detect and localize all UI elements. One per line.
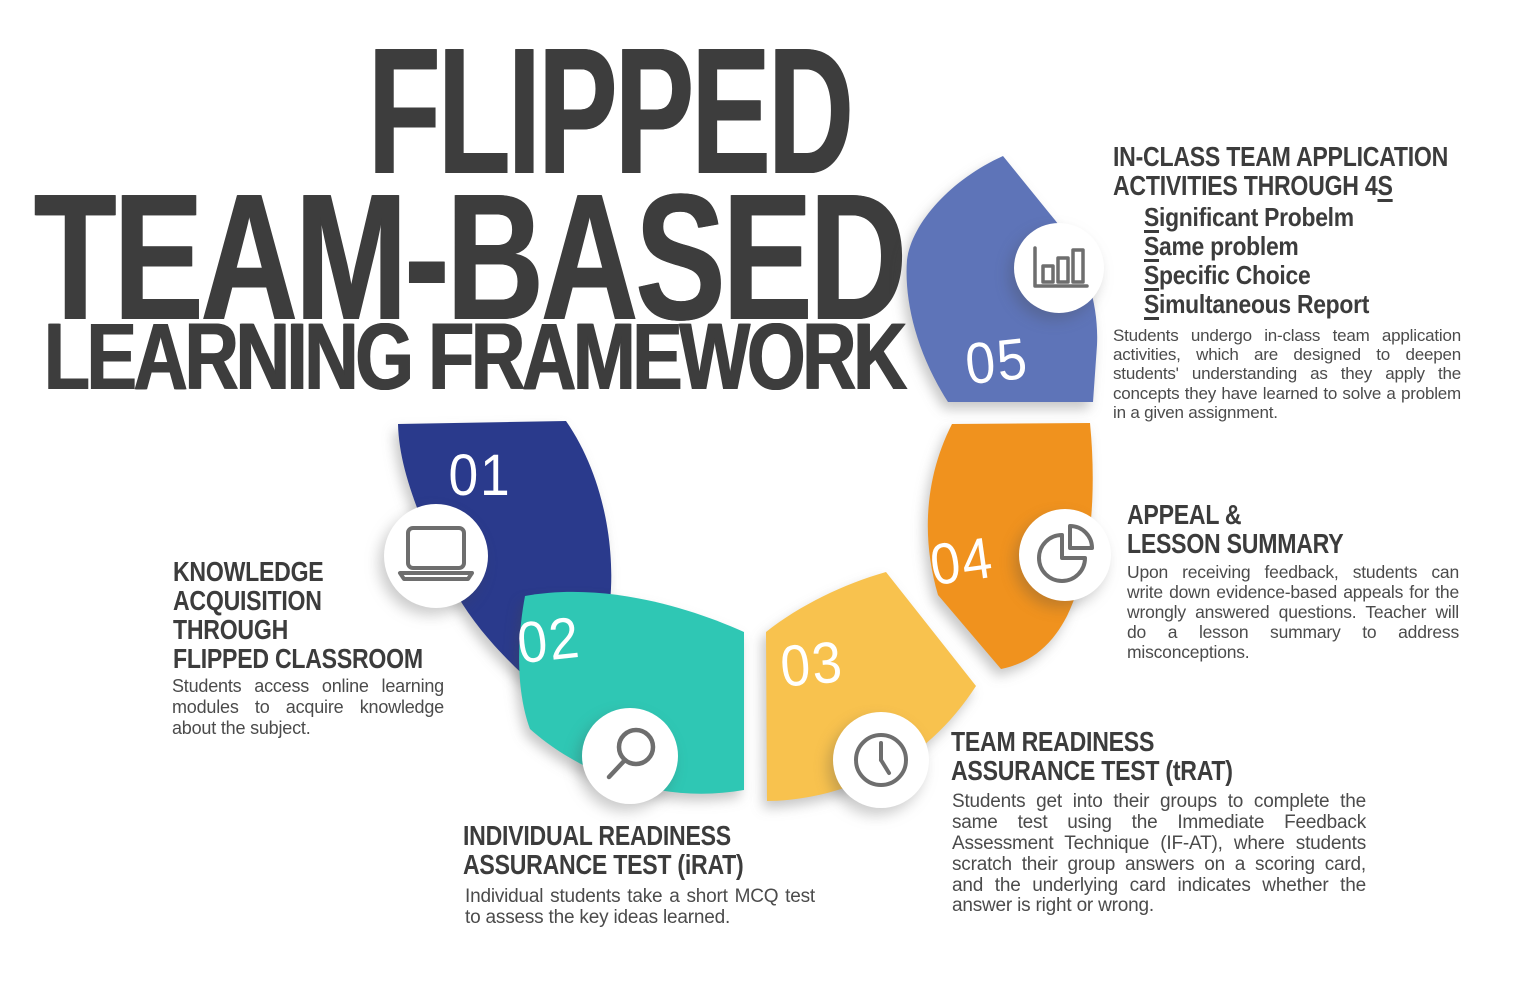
four-s-item: Specific Choice: [1144, 260, 1311, 291]
ring-segment-02: [519, 591, 744, 794]
underlined-letter: S: [1144, 260, 1160, 291]
step-05-number: 05: [962, 325, 1032, 398]
ring-segment-04: [927, 423, 1093, 669]
underlined-letter: S: [1144, 289, 1160, 320]
step-02-title: INDIVIDUAL READINESS ASSURANCE TEST (iRA…: [463, 820, 744, 880]
pie-chart-icon: [1037, 524, 1094, 583]
step-04-description: Upon receiving feedback, students can wr…: [1127, 562, 1459, 662]
main-title-line-1: FLIPPED: [368, 11, 854, 212]
step-01-icon-badge: [384, 504, 488, 608]
step-03-title: TEAM READINESS ASSURANCE TEST (tRAT): [951, 726, 1233, 786]
step-04-title: APPEAL & LESSON SUMMARY: [1127, 499, 1344, 559]
underlined-s: S: [1377, 169, 1393, 201]
underlined-letter: S: [1144, 202, 1160, 232]
laptop-icon: [398, 526, 474, 581]
four-s-list: Significant Probelm Same problem Specifi…: [1144, 202, 1370, 320]
step-01-description: Students access online learning modules …: [172, 676, 444, 739]
ring-segment-05: [906, 156, 1098, 402]
step-05-title-line-2: ACTIVITIES THROUGH 4S: [1113, 169, 1393, 201]
four-s-item: Simultaneous Report: [1144, 289, 1370, 320]
step-02-icon-badge: [582, 708, 678, 804]
step-01-number: 01: [448, 443, 512, 508]
step-05-icon-badge: [1014, 223, 1104, 313]
step-05-description: Students undergo in-class team applicati…: [1113, 326, 1461, 422]
step-04-icon-badge: [1019, 509, 1111, 601]
step-05-title-line-1: IN-CLASS TEAM APPLICATION: [1113, 141, 1449, 172]
step-01-title: KNOWLEDGE ACQUISITION THROUGH FLIPPED CL…: [173, 556, 423, 674]
step-05-title: IN-CLASS TEAM APPLICATION ACTIVITIES THR…: [1113, 141, 1449, 201]
underlined-letter: S: [1144, 231, 1160, 262]
step-02-number: 02: [514, 604, 584, 677]
step-02-description: Individual students take a short MCQ tes…: [465, 886, 815, 928]
step-03-number: 03: [777, 629, 847, 700]
four-s-item: Same problem: [1144, 231, 1299, 262]
step-03-icon-badge: [833, 712, 929, 808]
four-s-item: Significant Probelm: [1144, 202, 1354, 232]
step-03-description: Students get into their groups to comple…: [952, 791, 1366, 917]
bar-chart-icon: [1033, 246, 1089, 288]
clock-icon: [854, 733, 908, 787]
main-title-line-3: LEARNING FRAMEWORK: [44, 304, 907, 410]
magnifier-icon: [606, 727, 656, 780]
main-title-line-2: TEAM-BASED: [34, 157, 907, 358]
step-04-number: 04: [926, 524, 998, 599]
